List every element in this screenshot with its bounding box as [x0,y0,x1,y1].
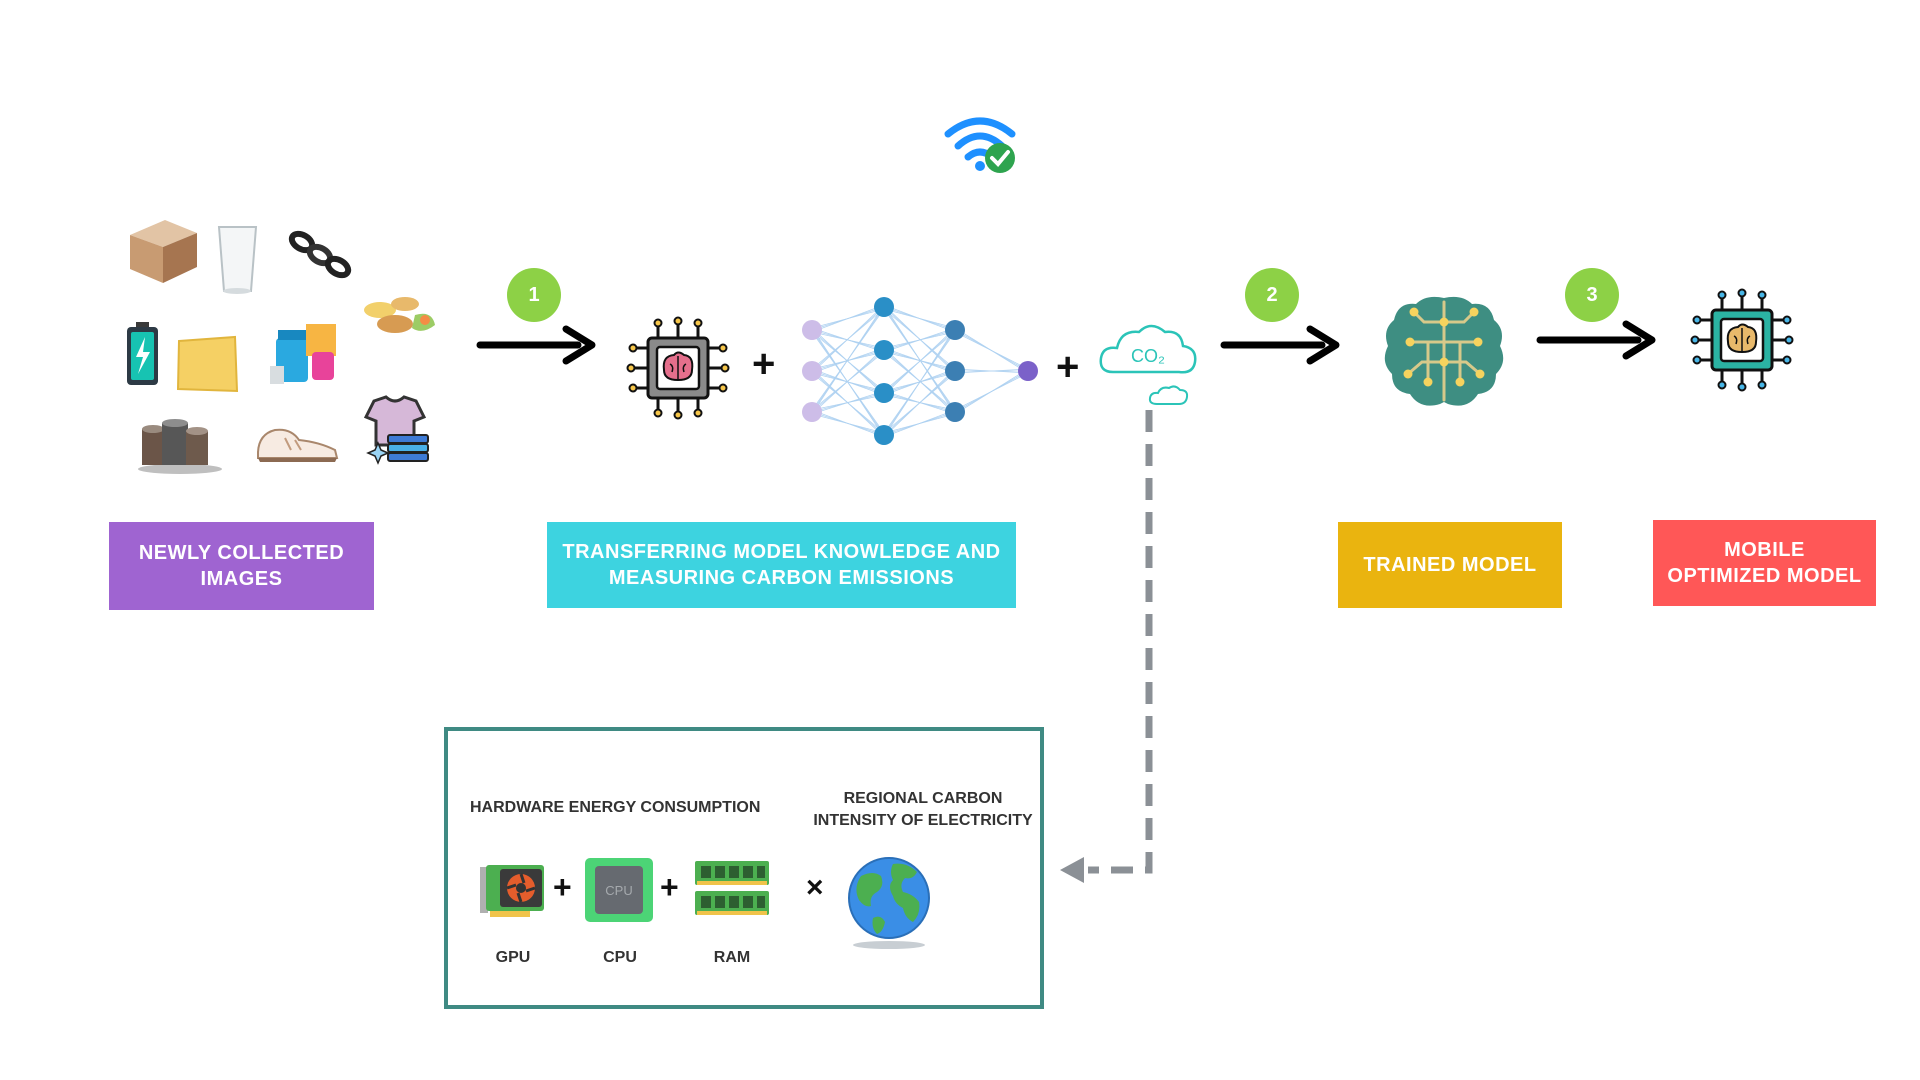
network-link [811,331,885,392]
globe-icon [848,857,930,949]
network-link [883,327,956,438]
network-link [883,327,956,396]
network-link [883,308,956,329]
network-node [802,320,822,340]
co2-cloud-icon: CO₂ [1099,324,1197,405]
cardboard-box-icon [130,220,197,283]
gpu-icon [480,865,544,917]
step-1-badge: 1 [507,268,561,322]
label-trained-model: TRAINED MODEL [1338,522,1562,608]
chain-icon [288,230,352,279]
plastic-cups-icon [270,324,336,384]
network-node [945,361,965,381]
brain-circuit-icon [1384,296,1504,406]
step-3-badge: 3 [1565,268,1619,322]
network-link [811,413,885,434]
metal-cans-icon [138,419,222,474]
label-transferring-knowledge: TRANSFERRING MODEL KNOWLEDGE AND MEASURI… [547,522,1016,608]
paper-icon [176,335,239,393]
label-newly-collected-images: NEWLY COLLECTED IMAGES [109,522,374,610]
network-link [883,351,956,411]
food-waste-icon [364,297,435,333]
co2-text: CO₂ [1131,346,1165,366]
network-node [1018,361,1038,381]
network-link [811,304,885,333]
plus-sign: + [1056,345,1080,389]
network-link [954,331,1029,370]
mobile-chip-icon [1690,288,1794,392]
gpu-label: GPU [495,949,531,966]
glass-icon [217,226,258,294]
network-link [811,304,885,415]
plus-sign: + [553,869,572,905]
arrow-2 [1220,325,1340,365]
network-node [874,340,894,360]
network-link [811,372,885,392]
carbon-calculation-panel: HARDWARE ENERGY CONSUMPTION REGIONAL CAR… [444,727,1044,1009]
network-node [874,297,894,317]
plus-sign: + [660,869,679,905]
network-link [954,368,1029,374]
network-link [811,372,885,434]
network-node [874,383,894,403]
network-link [811,304,885,374]
hardware-energy-title: HARDWARE ENERGY CONSUMPTION [470,799,761,816]
network-link [883,409,956,438]
network-link [811,390,885,415]
network-link [811,331,885,349]
cpu-icon: CPU [585,858,653,922]
network-link [883,327,956,353]
network-link [883,368,956,438]
neural-network-icon [802,297,1038,445]
plus-sign: + [752,342,776,386]
network-link [883,351,956,370]
dashed-connector [1060,410,1153,883]
network-node [802,402,822,422]
network-link [811,347,885,374]
shoe-icon [257,428,339,462]
network-node [874,425,894,445]
cpu-label: CPU [603,949,637,966]
ram-label: RAM [713,949,751,966]
network-link [883,308,956,411]
ai-chip-icon [626,316,730,420]
network-node [802,361,822,381]
network-link [811,331,885,434]
times-sign: × [806,871,824,904]
network-link [811,347,885,415]
network-link [883,308,956,370]
network-node [945,320,965,340]
images-collage [120,210,450,474]
clothes-icon [363,395,429,465]
network-node [945,402,965,422]
wifi-check-icon [944,117,1016,173]
label-mobile-optimized-model: MOBILE OPTIMIZED MODEL [1653,520,1876,606]
step-2-badge: 2 [1245,268,1299,322]
network-link [954,368,1029,415]
arrow-1 [476,325,596,365]
ram-icon [695,861,769,915]
arrow-3 [1536,320,1656,360]
cpu-chip-text: CPU [605,883,632,898]
regional-carbon-title: REGIONAL CARBON INTENSITY OF ELECTRICITY [813,790,1033,829]
battery-icon [127,322,158,385]
